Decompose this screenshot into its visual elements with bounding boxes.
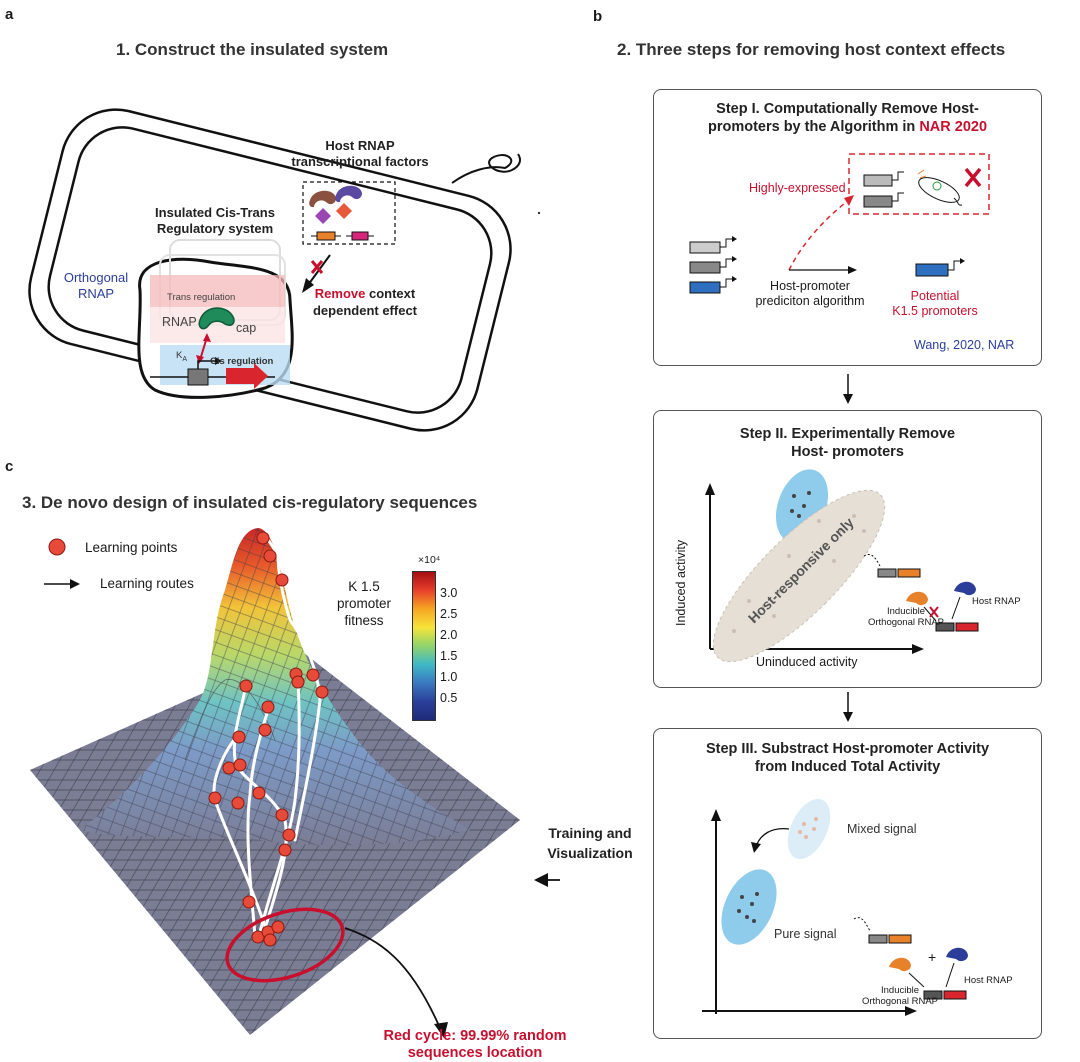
potential-promoters-label: Potential K1.5 promoters bbox=[892, 289, 978, 318]
step1-box: Step I. Computationally Remove Host- pro… bbox=[653, 89, 1042, 366]
cell-diagram bbox=[28, 108, 540, 432]
legend-learning-points: Learning points bbox=[85, 540, 178, 555]
colorbar-tick: 0.5 bbox=[440, 691, 458, 705]
step-arrows bbox=[843, 374, 853, 722]
insulated-system-label: Insulated Cis-Trans Regulatory system bbox=[155, 205, 275, 236]
host-rnap-label: Host RNAP transcriptional factors bbox=[291, 138, 429, 169]
legend-learning-routes: Learning routes bbox=[100, 576, 194, 591]
panel-c-title: 3. De novo design of insulated cis-regul… bbox=[22, 493, 478, 512]
training-label: Training and Visualization bbox=[547, 825, 633, 861]
step1-title: Step I. Computationally Remove Host- pro… bbox=[707, 101, 988, 135]
y-axis-label: Induced activity bbox=[674, 539, 688, 626]
colorbar-tick: 1.5 bbox=[440, 649, 458, 663]
step2-title: Step II. Experimentally Remove Host- pro… bbox=[739, 426, 956, 460]
panel-c-letter: c bbox=[5, 458, 14, 475]
colorbar-ticks: 3.0 2.5 2.0 1.5 1.0 0.5 bbox=[440, 583, 457, 709]
algorithm-label: Host-promoter prediciton algorithm bbox=[755, 279, 865, 308]
remove-effect-label: Remove context dependent effect bbox=[312, 286, 417, 318]
panel-b-title: 2. Three steps for removing host context… bbox=[617, 40, 1006, 59]
plus-sign: + bbox=[928, 949, 937, 965]
fitness-landscape bbox=[30, 528, 560, 1038]
ka-label: KA bbox=[176, 350, 188, 363]
step3-plot bbox=[702, 799, 968, 1016]
host-rnap-label-step3: Host RNAP bbox=[964, 975, 1013, 986]
panel-a-title: 1. Construct the insulated system bbox=[116, 40, 389, 59]
step3-box: Step III. Substract Host-promoter Activi… bbox=[653, 728, 1042, 1039]
colorbar-title: K 1.5 promoter fitness bbox=[336, 579, 392, 628]
red-cycle-label: Red cycle: 99.99% random sequences locat… bbox=[383, 1028, 567, 1061]
panel-b-letter: b bbox=[593, 8, 603, 25]
cis-regulation-label: Cis regulation bbox=[210, 356, 274, 367]
step2-box: Step II. Experimentally Remove Host- pro… bbox=[653, 410, 1042, 688]
step3-title: Step III. Substract Host-promoter Activi… bbox=[705, 741, 990, 775]
panel-a-letter: a bbox=[5, 6, 14, 23]
pure-signal-label: Pure signal bbox=[774, 927, 837, 941]
orthogonal-rnap-label: Orthogonal RNAP bbox=[63, 270, 129, 301]
colorbar-tick: 1.0 bbox=[440, 670, 458, 684]
mixed-signal-label: Mixed signal bbox=[847, 822, 917, 836]
colorbar-tick: 2.5 bbox=[440, 607, 458, 621]
host-rnap-label-step2: Host RNAP bbox=[972, 596, 1021, 607]
colorbar-tick: 2.0 bbox=[440, 628, 458, 642]
inducible-rnap-label: Inducible Orthogonal RNAP bbox=[867, 606, 945, 628]
cap-label: cap bbox=[236, 321, 257, 335]
rnap-label: RNAP bbox=[162, 315, 197, 329]
colorbar-exponent: ×10⁴ bbox=[418, 554, 441, 566]
step2-plot: Host-responsive only bbox=[705, 469, 979, 663]
colorbar bbox=[412, 571, 436, 721]
inducible-rnap-label-step3: Inducible Orthogonal RNAP bbox=[861, 985, 939, 1007]
citation-label: Wang, 2020, NAR bbox=[914, 338, 1015, 352]
colorbar-tick: 3.0 bbox=[440, 586, 458, 600]
step1-diagram bbox=[689, 153, 990, 294]
trans-regulation-label: Trans regulation bbox=[167, 292, 236, 303]
highly-expressed-label: Highly-expressed bbox=[749, 181, 846, 195]
x-axis-label: Uninduced activity bbox=[756, 655, 858, 669]
